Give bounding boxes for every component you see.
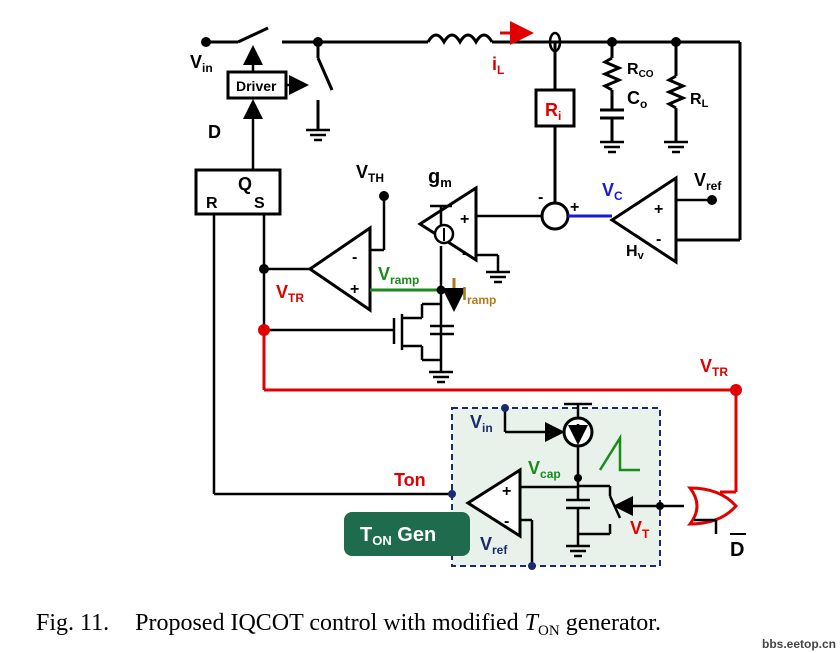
- reset-mosfet: [264, 302, 454, 372]
- figure-caption: Fig. 11.Proposed IQCOT control with modi…: [36, 610, 661, 639]
- vc-label: VC: [602, 180, 623, 203]
- vtr-right-label: VTR: [700, 356, 728, 379]
- ton-label: Ton: [394, 470, 426, 490]
- vt-label: VT: [630, 518, 650, 541]
- svg-text:+: +: [570, 199, 579, 216]
- iramp-label: Iramp: [462, 284, 496, 307]
- sr-latch: [194, 168, 282, 216]
- current-sense-icon: [548, 31, 562, 53]
- vref-top-label: Vref: [694, 170, 722, 193]
- co-label: Co: [627, 88, 647, 111]
- hv-label: Hv: [626, 243, 645, 262]
- ground-icon: [566, 544, 590, 558]
- ri-box: [534, 88, 576, 128]
- vtr-wire: [262, 330, 738, 494]
- ri-label: Ri: [545, 100, 561, 123]
- r-label: R: [206, 195, 218, 212]
- vth-comparator: [307, 225, 372, 313]
- ton-gen-badge: [344, 512, 470, 556]
- vramp-label: Vramp: [378, 264, 419, 287]
- ground-icon: [486, 270, 510, 284]
- ground-icon: [306, 128, 688, 154]
- svg-text:-: -: [462, 245, 467, 262]
- vtr-left-label: VTR: [276, 282, 304, 305]
- gm-label: gm: [428, 166, 452, 190]
- svg-text:-: -: [504, 513, 509, 530]
- svg-text:+: +: [502, 483, 511, 500]
- vin2-label: Vin: [470, 412, 493, 435]
- svg-text:-: -: [352, 249, 357, 266]
- d-label: D: [208, 122, 221, 142]
- svg-text:-: -: [538, 189, 543, 206]
- ton-comparator: [465, 467, 522, 539]
- vin-label: Vin: [190, 52, 213, 75]
- il-label: iL: [492, 54, 504, 77]
- q-label: Q: [238, 174, 252, 194]
- driver-box: [226, 70, 288, 100]
- svg-text:-: -: [656, 231, 661, 248]
- svg-text:+: +: [654, 201, 663, 218]
- or-gate: [686, 486, 739, 526]
- pin-signs: + - + - + - - + + -: [350, 189, 663, 530]
- svg-text:+: +: [350, 281, 359, 298]
- vref2-label: Vref: [480, 534, 508, 557]
- driver-label: Driver: [236, 78, 277, 94]
- svg-text:+: +: [460, 211, 469, 228]
- summing-node: [540, 201, 570, 231]
- vth-label: VTH: [356, 162, 384, 185]
- watermark: bbs.eetop.cn: [762, 637, 836, 651]
- rco-label: RCO: [627, 61, 654, 80]
- hv-amplifier: [609, 175, 678, 265]
- ton-gen-label: TON Gen: [360, 524, 436, 548]
- node-labels: Vin Driver D Q R S iL Ri RCO Co RL VTH g…: [190, 52, 746, 561]
- dbar-label: D: [730, 539, 744, 561]
- ramp-waveform-icon: [598, 433, 640, 472]
- vcap-label: Vcap: [528, 458, 561, 481]
- s-label: S: [254, 195, 265, 212]
- ground-icon: [429, 370, 453, 384]
- rl-label: RL: [690, 91, 709, 110]
